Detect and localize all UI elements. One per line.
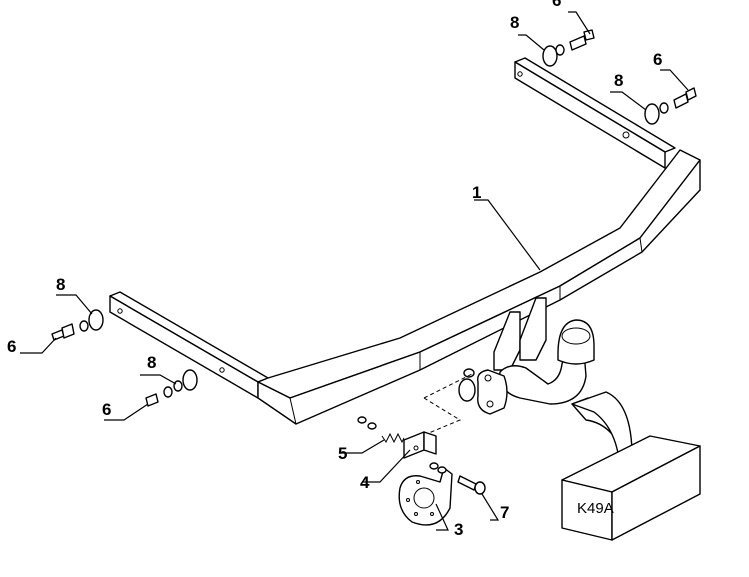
packaging-box <box>561 435 701 541</box>
socket-plate-part-3 <box>398 462 453 526</box>
label-part-6-left-lower: 6 <box>102 400 111 419</box>
label-part-8-right-upper: 8 <box>510 13 519 32</box>
right-upper-bolt-set <box>542 29 595 67</box>
bracket-part-4 <box>403 431 437 459</box>
label-part-1: 1 <box>472 183 481 202</box>
label-part-8-right-lower: 8 <box>614 71 623 90</box>
box-code-label: K49A <box>577 500 614 517</box>
label-part-3: 3 <box>454 520 463 539</box>
left-upper-bolt-set <box>51 309 104 341</box>
tow-ball-neck <box>458 297 595 415</box>
label-part-6-right-lower: 6 <box>653 50 662 69</box>
crossbar-part-1 <box>109 57 701 425</box>
left-lower-bolt-set <box>145 369 198 407</box>
label-part-6-left-upper: 6 <box>7 337 16 356</box>
label-part-8-left-lower: 8 <box>147 353 156 372</box>
label-part-8-left-upper: 8 <box>56 275 65 294</box>
label-part-6-right-upper: 6 <box>552 0 561 10</box>
label-part-5: 5 <box>338 444 347 463</box>
label-part-7: 7 <box>500 503 509 522</box>
spring-part-5 <box>357 416 405 444</box>
label-part-4: 4 <box>360 473 370 492</box>
right-lower-bolt-set <box>644 87 697 125</box>
bolt-part-7 <box>457 475 486 495</box>
